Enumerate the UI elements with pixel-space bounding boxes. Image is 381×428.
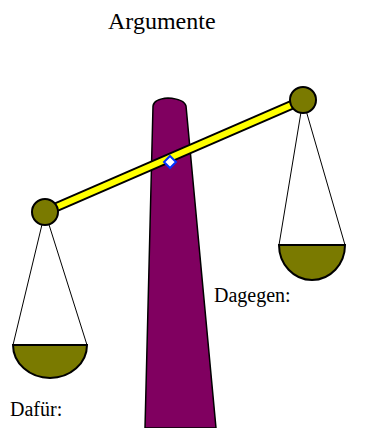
pan-string bbox=[303, 100, 345, 245]
hinge-knob bbox=[290, 87, 316, 113]
side-label: Dafür: bbox=[10, 398, 62, 420]
side-label: Dagegen: bbox=[214, 284, 291, 306]
hinge-knob bbox=[32, 199, 58, 225]
pivot-diamond bbox=[164, 156, 176, 168]
pan-string bbox=[13, 212, 45, 345]
title: Argumente bbox=[108, 8, 216, 34]
right-pan bbox=[279, 245, 345, 280]
beam bbox=[45, 100, 303, 212]
pan-string bbox=[279, 100, 303, 245]
beam-outline bbox=[45, 100, 303, 212]
left-pan bbox=[13, 345, 87, 378]
pan-string bbox=[45, 212, 87, 345]
